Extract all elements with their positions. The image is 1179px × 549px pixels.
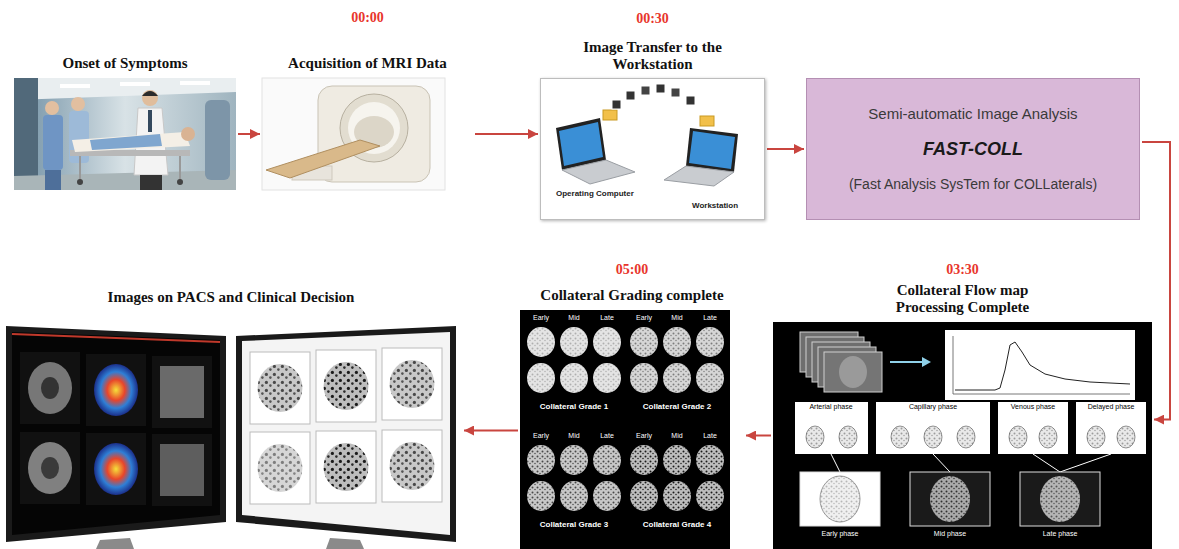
- text-slot: Collateral Grade 4: [642, 520, 712, 529]
- text-slot: Operating Computer: [555, 189, 635, 198]
- text-slot: Collateral Flow map Processing Complete: [868, 282, 1058, 316]
- column-label: Late: [702, 432, 718, 440]
- text-slot: Late: [702, 314, 718, 322]
- column-label: Late: [599, 314, 615, 322]
- flow-arrow: [464, 430, 518, 432]
- text-slot: 00:30: [636, 11, 669, 27]
- time-stamp: 00:30: [636, 11, 669, 27]
- text-slot: Mid: [670, 432, 683, 440]
- flow-arrow: [767, 148, 804, 150]
- flow-arrow: [475, 133, 538, 135]
- time-stamp: 03:30: [946, 262, 979, 278]
- phase-label: Capillary phase: [908, 403, 958, 411]
- step-heading: Collateral Grading complete: [517, 287, 747, 304]
- text-slot: Mid: [567, 314, 580, 322]
- time-stamp: 05:00: [616, 262, 649, 278]
- text-slot: Venous phase: [1010, 403, 1056, 411]
- grade-label: Collateral Grade 4: [642, 520, 712, 529]
- method-expansion: (Fast Analysis SysTem for COLLaterals): [849, 176, 1097, 193]
- column-label: Early: [635, 432, 653, 440]
- step-heading: Image Transfer to the Workstation: [563, 39, 743, 73]
- text-slot: Images on PACS and Clinical Decision: [31, 289, 431, 306]
- text-slot: Capillary phase: [908, 403, 958, 411]
- image-panel: 03:30Collateral Flow map Processing Comp…: [773, 322, 1152, 549]
- photo-panel: Onset of Symptoms: [14, 78, 236, 190]
- text-slot: Late: [599, 314, 615, 322]
- device-label: Operating Computer: [555, 189, 635, 198]
- process-box: Semi-automatic Image AnalysisFAST-COLL (F…: [806, 78, 1140, 220]
- text-slot: Collateral Grade 1: [539, 402, 609, 411]
- phase-label: Early phase: [821, 530, 860, 538]
- step-heading: Acquisition of MRI Data: [253, 55, 483, 72]
- flow-arrow: [1142, 142, 1170, 420]
- text-slot: Late: [702, 432, 718, 440]
- text-slot: Collateral Grading complete: [517, 287, 747, 304]
- column-label: Early: [635, 314, 653, 322]
- text-slot: (Fast Analysis SysTem for COLLaterals): [849, 176, 1097, 193]
- step-heading: Collateral Flow map Processing Complete: [868, 282, 1058, 316]
- text-slot: Late phase: [1042, 530, 1079, 538]
- text-slot: Onset of Symptoms: [15, 55, 235, 72]
- column-label: Early: [532, 314, 550, 322]
- device-label: Workstation: [691, 201, 739, 210]
- grade-label: Collateral Grade 2: [642, 402, 712, 411]
- grade-label: Collateral Grade 3: [539, 520, 609, 529]
- flow-arrow: [238, 133, 260, 135]
- text-slot: Early: [532, 314, 550, 322]
- transfer-illustration: [556, 84, 738, 186]
- text-slot: Collateral Grade 3: [539, 520, 609, 529]
- method-name: FAST-COLL: [923, 139, 1023, 161]
- box-title: Semi-automatic Image Analysis: [868, 105, 1077, 123]
- column-label: Mid: [670, 314, 683, 322]
- text-slot: 03:30: [946, 262, 979, 278]
- image-panel: 00:30Image Transfer to the WorkstationOp…: [540, 78, 765, 220]
- text-slot: 05:00: [616, 262, 649, 278]
- mri-scanner: [262, 78, 445, 190]
- column-label: Late: [702, 314, 718, 322]
- grading-panel: [520, 310, 730, 549]
- grade-label: Collateral Grade 1: [539, 402, 609, 411]
- text-slot: Early: [635, 432, 653, 440]
- phase-label: Late phase: [1042, 530, 1079, 538]
- phase-label: Venous phase: [1010, 403, 1056, 411]
- text-slot: Early phase: [821, 530, 860, 538]
- text-slot: Arterial phase: [808, 403, 853, 411]
- text-slot: Image Transfer to the Workstation: [563, 39, 743, 73]
- phase-label: Mid phase: [933, 530, 967, 538]
- text-slot: FAST-COLL: [923, 139, 1023, 161]
- flow-arrow: [746, 435, 771, 437]
- step-heading: Onset of Symptoms: [15, 55, 235, 72]
- text-slot: Acquisition of MRI Data: [253, 55, 483, 72]
- photo-panel: Images on PACS and Clinical Decision: [0, 312, 462, 549]
- text-slot: Mid phase: [933, 530, 967, 538]
- column-label: Mid: [670, 432, 683, 440]
- column-label: Early: [532, 432, 550, 440]
- text-slot: Early: [532, 432, 550, 440]
- column-label: Mid: [567, 314, 580, 322]
- image-panel: 05:00Collateral Grading completeEarlyMid…: [520, 310, 744, 549]
- flow-map-panel: [773, 322, 1152, 549]
- phase-label: Delayed phase: [1087, 403, 1136, 411]
- text-slot: Late: [599, 432, 615, 440]
- phase-label: Arterial phase: [808, 403, 853, 411]
- text-slot: Delayed phase: [1087, 403, 1136, 411]
- text-slot: 00:00: [351, 10, 384, 26]
- column-label: Late: [599, 432, 615, 440]
- step-heading: Images on PACS and Clinical Decision: [31, 289, 431, 306]
- emergency-photo: [14, 78, 236, 190]
- text-slot: Mid: [670, 314, 683, 322]
- text-slot: Mid: [567, 432, 580, 440]
- photo-panel: 00:00Acquisition of MRI Data: [262, 78, 473, 190]
- text-slot: Early: [635, 314, 653, 322]
- time-stamp: 00:00: [351, 10, 384, 26]
- text-slot: Semi-automatic Image Analysis: [868, 105, 1077, 123]
- text-slot: Collateral Grade 2: [642, 402, 712, 411]
- column-label: Mid: [567, 432, 580, 440]
- text-slot: Workstation: [691, 201, 739, 210]
- pacs-monitors: [6, 326, 456, 549]
